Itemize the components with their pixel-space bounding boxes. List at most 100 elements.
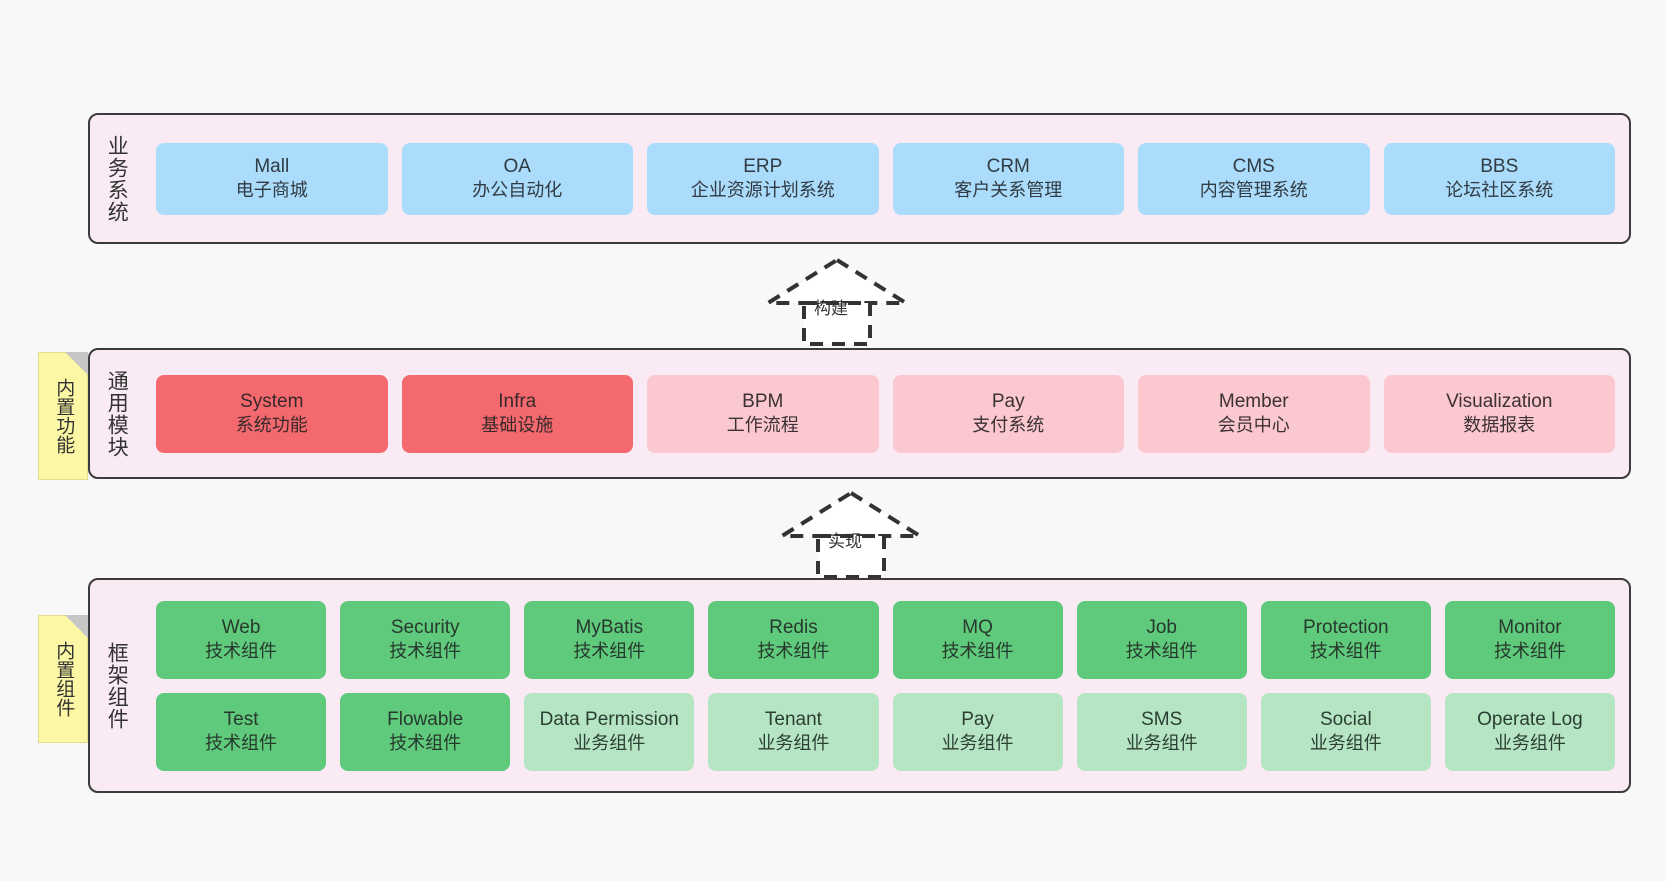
node-web-cn: 技术组件	[205, 641, 278, 662]
node-mybatis[interactable]: MyBatis 技术组件	[524, 600, 695, 679]
node-mq-en: MQ	[962, 616, 993, 638]
node-security-cn: 技术组件	[389, 641, 462, 662]
node-bbs[interactable]: BBS 论坛社区系统	[1383, 142, 1615, 215]
layer-modules-body: System 系统功能 Infra 基础设施 BPM 工作流程 Pay 支付系统…	[142, 350, 1629, 477]
node-system-cn: 系统功能	[235, 415, 308, 436]
node-visualization[interactable]: Visualization 数据报表	[1383, 374, 1615, 453]
node-flowable-en: Flowable	[387, 708, 464, 730]
node-redis[interactable]: Redis 技术组件	[708, 600, 879, 679]
node-cms-en: CMS	[1232, 155, 1275, 177]
arrow-build: 构建	[752, 257, 922, 346]
node-mybatis-en: MyBatis	[575, 616, 644, 638]
node-visualization-cn: 数据报表	[1463, 415, 1536, 436]
node-mq-cn: 技术组件	[941, 641, 1014, 662]
node-monitor[interactable]: Monitor 技术组件	[1444, 600, 1615, 679]
arrow-implement: 实现	[766, 490, 936, 579]
node-mall[interactable]: Mall 电子商城	[156, 142, 388, 215]
layer-modules-label: 通用模块	[105, 369, 129, 458]
node-social[interactable]: Social 业务组件	[1260, 692, 1431, 771]
node-pay-module-cn: 支付系统	[972, 415, 1045, 436]
node-crm-cn: 客户关系管理	[954, 180, 1063, 201]
node-member-en: Member	[1218, 390, 1289, 412]
node-oa-cn: 办公自动化	[472, 180, 563, 201]
arrow-build-icon	[761, 257, 913, 346]
node-sms-cn: 业务组件	[1125, 733, 1198, 754]
layer-framework-components: 框架组件 Web 技术组件 Security 技术组件 MyBatis 技术组件…	[88, 578, 1631, 793]
sticky-note-builtin-features-label: 内置功能	[53, 378, 75, 454]
node-member-cn: 会员中心	[1217, 415, 1290, 436]
node-erp-en: ERP	[743, 155, 783, 177]
framework-row-1: Web 技术组件 Security 技术组件 MyBatis 技术组件 Redi…	[156, 600, 1615, 679]
business-row: Mall 电子商城 OA 办公自动化 ERP 企业资源计划系统 CRM 客户关系…	[156, 142, 1615, 215]
node-crm[interactable]: CRM 客户关系管理	[892, 142, 1124, 215]
node-operate-log[interactable]: Operate Log 业务组件	[1444, 692, 1615, 771]
node-job-en: Job	[1146, 616, 1177, 638]
node-flowable-cn: 技术组件	[389, 733, 462, 754]
arrow-implement-icon	[775, 490, 927, 579]
node-mall-en: Mall	[254, 155, 290, 177]
node-operate-log-cn: 业务组件	[1493, 733, 1566, 754]
node-web[interactable]: Web 技术组件	[156, 600, 327, 679]
node-bpm[interactable]: BPM 工作流程	[647, 374, 879, 453]
node-cms-cn: 内容管理系统	[1199, 180, 1308, 201]
node-pay-component[interactable]: Pay 业务组件	[892, 692, 1063, 771]
node-crm-en: CRM	[986, 155, 1030, 177]
node-test[interactable]: Test 技术组件	[156, 692, 327, 771]
node-infra[interactable]: Infra 基础设施	[401, 374, 633, 453]
node-test-en: Test	[223, 708, 259, 730]
sticky-note-builtin-components-label: 内置组件	[53, 641, 75, 717]
node-bbs-cn: 论坛社区系统	[1445, 180, 1554, 201]
node-erp[interactable]: ERP 企业资源计划系统	[647, 142, 879, 215]
node-web-en: Web	[221, 616, 261, 638]
layer-business-systems: 业务系统 Mall 电子商城 OA 办公自动化 ERP 企业资源计划系统 CRM…	[88, 113, 1631, 244]
node-infra-en: Infra	[498, 390, 537, 412]
node-data-permission[interactable]: Data Permission 业务组件	[524, 692, 695, 771]
node-protection-en: Protection	[1303, 616, 1389, 638]
node-system-en: System	[240, 390, 304, 412]
layer-common-modules: 通用模块 System 系统功能 Infra 基础设施 BPM 工作流程 Pay…	[88, 348, 1631, 479]
node-infra-cn: 基础设施	[481, 415, 554, 436]
node-mq[interactable]: MQ 技术组件	[892, 600, 1063, 679]
node-visualization-en: Visualization	[1446, 390, 1553, 412]
layer-framework-label: 框架组件	[105, 641, 129, 730]
node-tenant[interactable]: Tenant 业务组件	[708, 692, 879, 771]
node-pay-module-en: Pay	[991, 390, 1025, 412]
framework-row-2: Test 技术组件 Flowable 技术组件 Data Permission …	[156, 692, 1615, 771]
node-monitor-en: Monitor	[1498, 616, 1562, 638]
node-protection[interactable]: Protection 技术组件	[1260, 600, 1431, 679]
node-system[interactable]: System 系统功能	[156, 374, 388, 453]
node-protection-cn: 技术组件	[1309, 641, 1382, 662]
node-data-permission-en: Data Permission	[539, 708, 679, 730]
node-sms[interactable]: SMS 业务组件	[1076, 692, 1247, 771]
arrow-implement-label: 实现	[828, 532, 862, 551]
node-monitor-cn: 技术组件	[1493, 641, 1566, 662]
node-pay-module[interactable]: Pay 支付系统	[892, 374, 1124, 453]
node-erp-cn: 企业资源计划系统	[690, 180, 835, 201]
node-tenant-en: Tenant	[764, 708, 822, 730]
node-test-cn: 技术组件	[205, 733, 278, 754]
node-bpm-en: BPM	[742, 390, 784, 412]
node-pay-component-en: Pay	[961, 708, 994, 730]
node-redis-cn: 技术组件	[757, 641, 830, 662]
node-cms[interactable]: CMS 内容管理系统	[1138, 142, 1370, 215]
sticky-note-builtin-features: 内置功能	[38, 352, 88, 480]
node-data-permission-cn: 业务组件	[573, 733, 646, 754]
modules-row: System 系统功能 Infra 基础设施 BPM 工作流程 Pay 支付系统…	[156, 374, 1615, 453]
node-flowable[interactable]: Flowable 技术组件	[340, 692, 511, 771]
node-social-en: Social	[1319, 708, 1372, 730]
node-job-cn: 技术组件	[1125, 641, 1198, 662]
node-operate-log-en: Operate Log	[1477, 708, 1583, 730]
node-social-cn: 业务组件	[1309, 733, 1382, 754]
node-sms-en: SMS	[1141, 708, 1183, 730]
layer-framework-body: Web 技术组件 Security 技术组件 MyBatis 技术组件 Redi…	[142, 580, 1629, 791]
node-security-en: Security	[390, 616, 460, 638]
node-oa-en: OA	[503, 155, 531, 177]
node-member[interactable]: Member 会员中心	[1138, 374, 1370, 453]
node-bpm-cn: 工作流程	[726, 415, 799, 436]
layer-business-body: Mall 电子商城 OA 办公自动化 ERP 企业资源计划系统 CRM 客户关系…	[142, 115, 1629, 242]
node-oa[interactable]: OA 办公自动化	[401, 142, 633, 215]
node-bbs-en: BBS	[1480, 155, 1519, 177]
node-security[interactable]: Security 技术组件	[340, 600, 511, 679]
node-job[interactable]: Job 技术组件	[1076, 600, 1247, 679]
